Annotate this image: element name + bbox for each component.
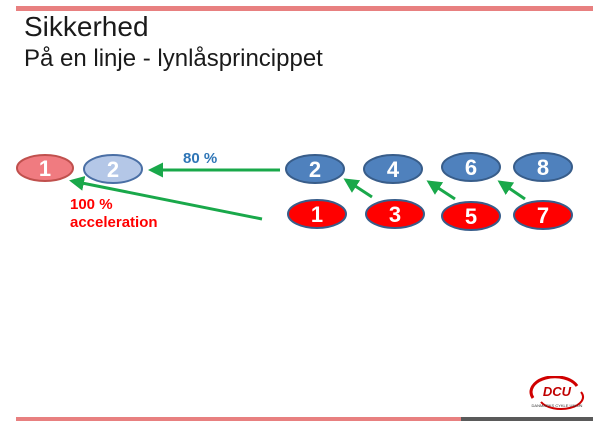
blue-rider-6-label: 6 — [465, 155, 477, 180]
red-rider-7: 7 — [513, 200, 573, 230]
dcu-logo: DCU DANMARKS CYKLE UNION — [529, 376, 584, 410]
dcu-logo-subtext: DANMARKS CYKLE UNION — [532, 403, 583, 408]
front-rider-1: 1 — [16, 154, 74, 182]
bottom-accent-bar-red — [16, 417, 461, 421]
arrow-red5-to-blue6 — [497, 180, 526, 201]
label-acceleration: acceleration — [70, 214, 158, 231]
red-rider-3-label: 3 — [389, 202, 401, 227]
slide-subtitle: På en linje - lynlåsprincippet — [24, 45, 323, 72]
arrow-red3-to-blue4 — [426, 180, 456, 201]
bottom-accent-bar-grey — [461, 417, 593, 421]
blue-rider-4: 4 — [363, 154, 423, 184]
front-rider-2: 2 — [83, 154, 143, 184]
blue-rider-6: 6 — [441, 152, 501, 182]
arrow-100-percent — [69, 175, 263, 221]
red-rider-5: 5 — [441, 201, 501, 231]
blue-rider-2: 2 — [285, 154, 345, 184]
blue-rider-8: 8 — [513, 152, 573, 182]
arrow-red1-to-blue2 — [343, 178, 373, 199]
red-rider-1-label: 1 — [311, 202, 323, 227]
blue-rider-8-label: 8 — [537, 155, 549, 180]
front-rider-2-label: 2 — [107, 157, 119, 182]
red-rider-3: 3 — [365, 199, 425, 229]
red-rider-7-label: 7 — [537, 203, 549, 228]
label-80-percent: 80 % — [183, 150, 217, 167]
blue-rider-2-label: 2 — [309, 157, 321, 182]
label-100-percent: 100 % — [70, 196, 113, 213]
top-accent-bar — [16, 6, 593, 11]
red-rider-5-label: 5 — [465, 204, 477, 229]
red-rider-1: 1 — [287, 199, 347, 229]
dcu-logo-text: DCU — [543, 384, 572, 399]
front-rider-1-label: 1 — [39, 156, 51, 181]
blue-rider-4-label: 4 — [387, 157, 400, 182]
slide-title: Sikkerhed — [24, 11, 149, 42]
